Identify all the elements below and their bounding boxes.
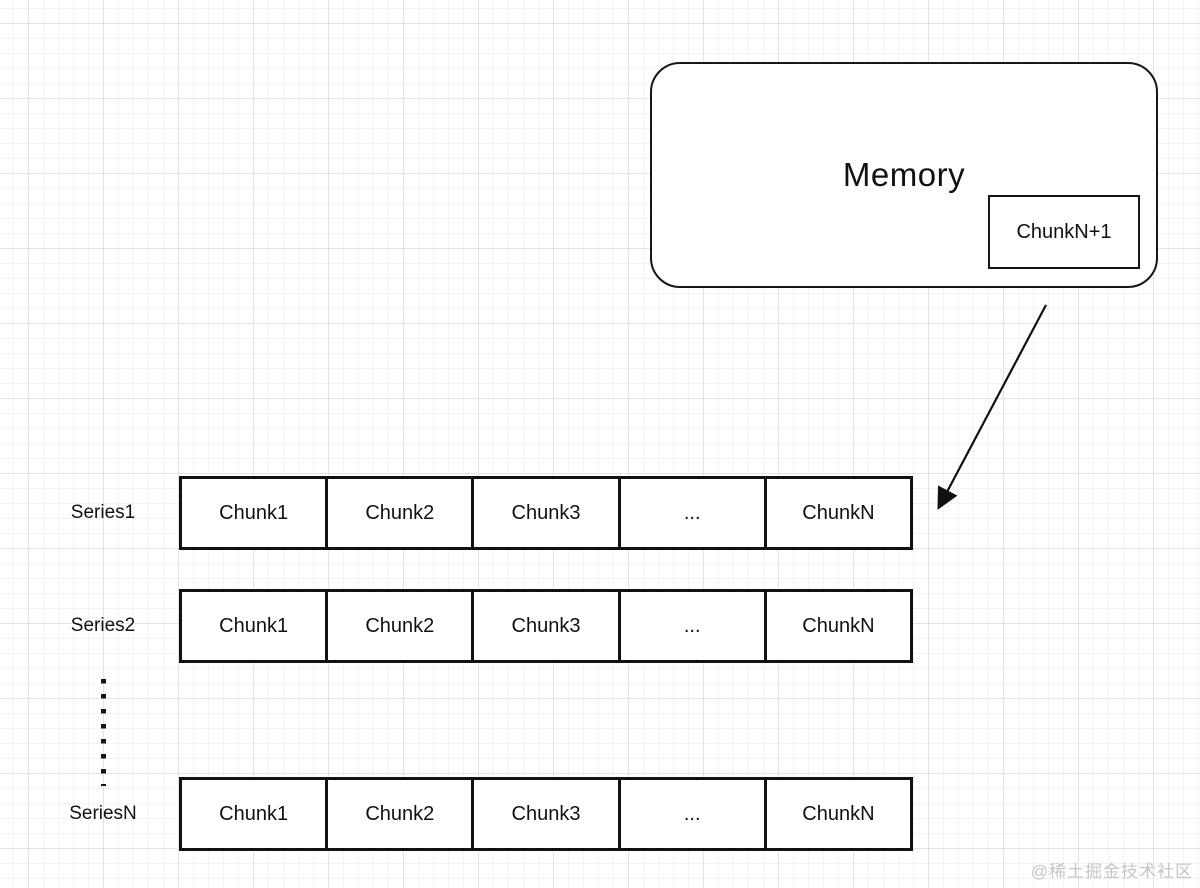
series-ellipsis-dots <box>101 679 106 786</box>
memory-title: Memory <box>842 156 966 193</box>
series1-chunkN-cell: ChunkN <box>763 479 910 547</box>
seriesN-chunkN-cell: ChunkN <box>763 780 910 848</box>
chunk-n-plus-1-box: ChunkN+1 <box>988 195 1140 269</box>
seriesN-chunk3-cell: Chunk3 <box>471 780 617 848</box>
series1-label: Series1 <box>70 502 136 523</box>
series2-chunk1-cell: Chunk1 <box>219 614 289 637</box>
series2-ellipsis-cell: ... <box>617 592 764 660</box>
series2-chunk3-cell: Chunk3 <box>471 592 617 660</box>
series2-chunk2-cell: Chunk2 <box>325 592 471 660</box>
series1-ellipsis-cell: ... <box>617 479 764 547</box>
series1-chunk1-cell: Chunk1 <box>219 501 289 524</box>
series1-chunk2-cell: Chunk2 <box>325 479 471 547</box>
seriesN-chunk-row: Chunk1 Chunk2 Chunk3 ... ChunkN <box>179 777 913 851</box>
seriesN-chunk2-cell: Chunk2 <box>325 780 471 848</box>
series1-chunk-row: Chunk1 Chunk2 Chunk3 ... ChunkN <box>179 476 913 550</box>
seriesN-ellipsis-cell: ... <box>617 780 764 848</box>
memory-box: Memory ChunkN+1 <box>650 62 1158 288</box>
series2-chunk-row: Chunk1 Chunk2 Chunk3 ... ChunkN <box>179 589 913 663</box>
watermark-text: @稀土掘金技术社区 <box>1030 862 1193 881</box>
series1-chunk3-cell: Chunk3 <box>471 479 617 547</box>
seriesN-chunk1-cell: Chunk1 <box>219 802 289 825</box>
series2-chunkN-cell: ChunkN <box>763 592 910 660</box>
seriesN-label: SeriesN <box>69 803 137 824</box>
series2-label: Series2 <box>70 615 136 636</box>
